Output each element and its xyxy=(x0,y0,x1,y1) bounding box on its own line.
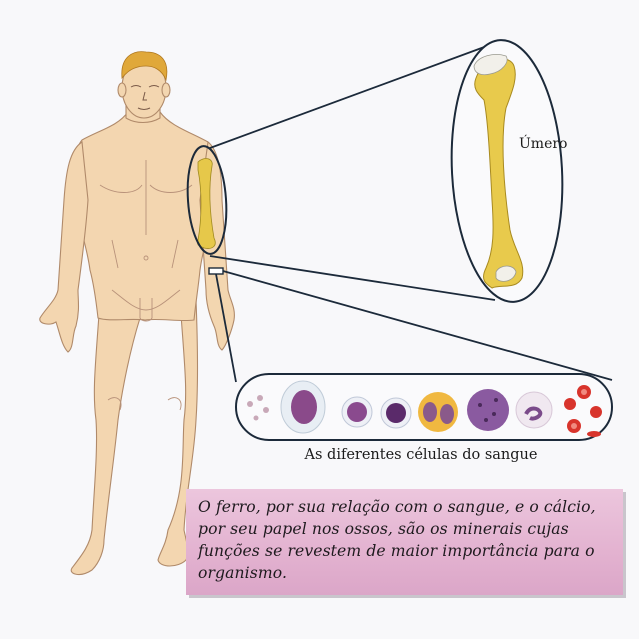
humerus-label: Úmero xyxy=(519,136,568,152)
callout-text: O ferro, por sua relação com o sangue, e… xyxy=(198,498,596,582)
callout-box: O ferro, por sua relação com o sangue, e… xyxy=(186,489,623,595)
humerus-zoom-ellipse xyxy=(450,39,564,303)
blood-sample-marker xyxy=(208,267,224,275)
large-humerus xyxy=(473,54,524,289)
arm-highlight-ellipse xyxy=(186,145,228,255)
basophil xyxy=(467,389,509,431)
face xyxy=(130,85,160,110)
anatomy-lines xyxy=(99,160,193,411)
blood-cells xyxy=(247,380,602,437)
blood-cells-caption: As diferentes células do sangue xyxy=(304,447,538,463)
small-humerus xyxy=(197,158,216,249)
hair xyxy=(121,51,168,82)
platelets xyxy=(247,395,269,421)
connector-lines xyxy=(209,45,613,383)
